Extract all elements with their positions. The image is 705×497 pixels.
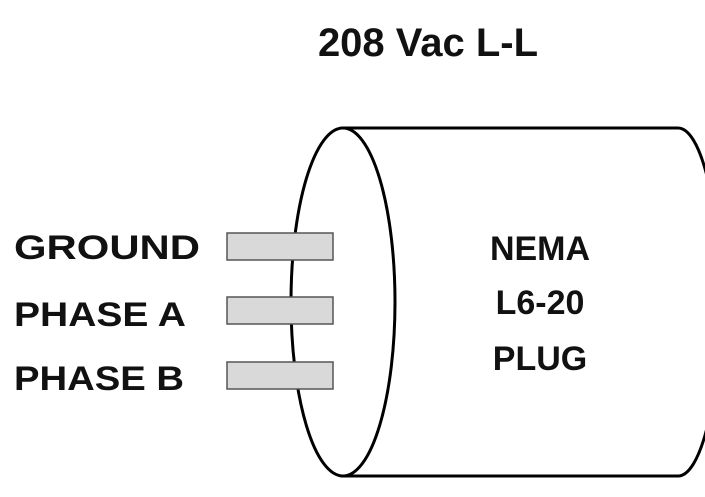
prong-group	[226, 232, 334, 390]
plug-label-line-1: NEMA	[490, 230, 590, 268]
prong-phase-a	[226, 296, 334, 325]
diagram-title: 208 Vac L-L	[318, 21, 538, 65]
plug-label-line-2: L6-20	[496, 284, 585, 322]
pin-label-ground: GROUND	[14, 229, 200, 267]
prong-ground	[226, 232, 334, 261]
pin-label-phase-a: PHASE A	[14, 296, 186, 334]
pin-label-phase-b: PHASE B	[14, 360, 184, 398]
plug-label: NEMA L6-20 PLUG	[490, 230, 590, 378]
prong-phase-b	[226, 361, 334, 390]
pin-labels: GROUND PHASE A PHASE B	[14, 229, 200, 398]
plug-body	[289, 126, 705, 478]
plug-label-line-3: PLUG	[493, 340, 587, 378]
